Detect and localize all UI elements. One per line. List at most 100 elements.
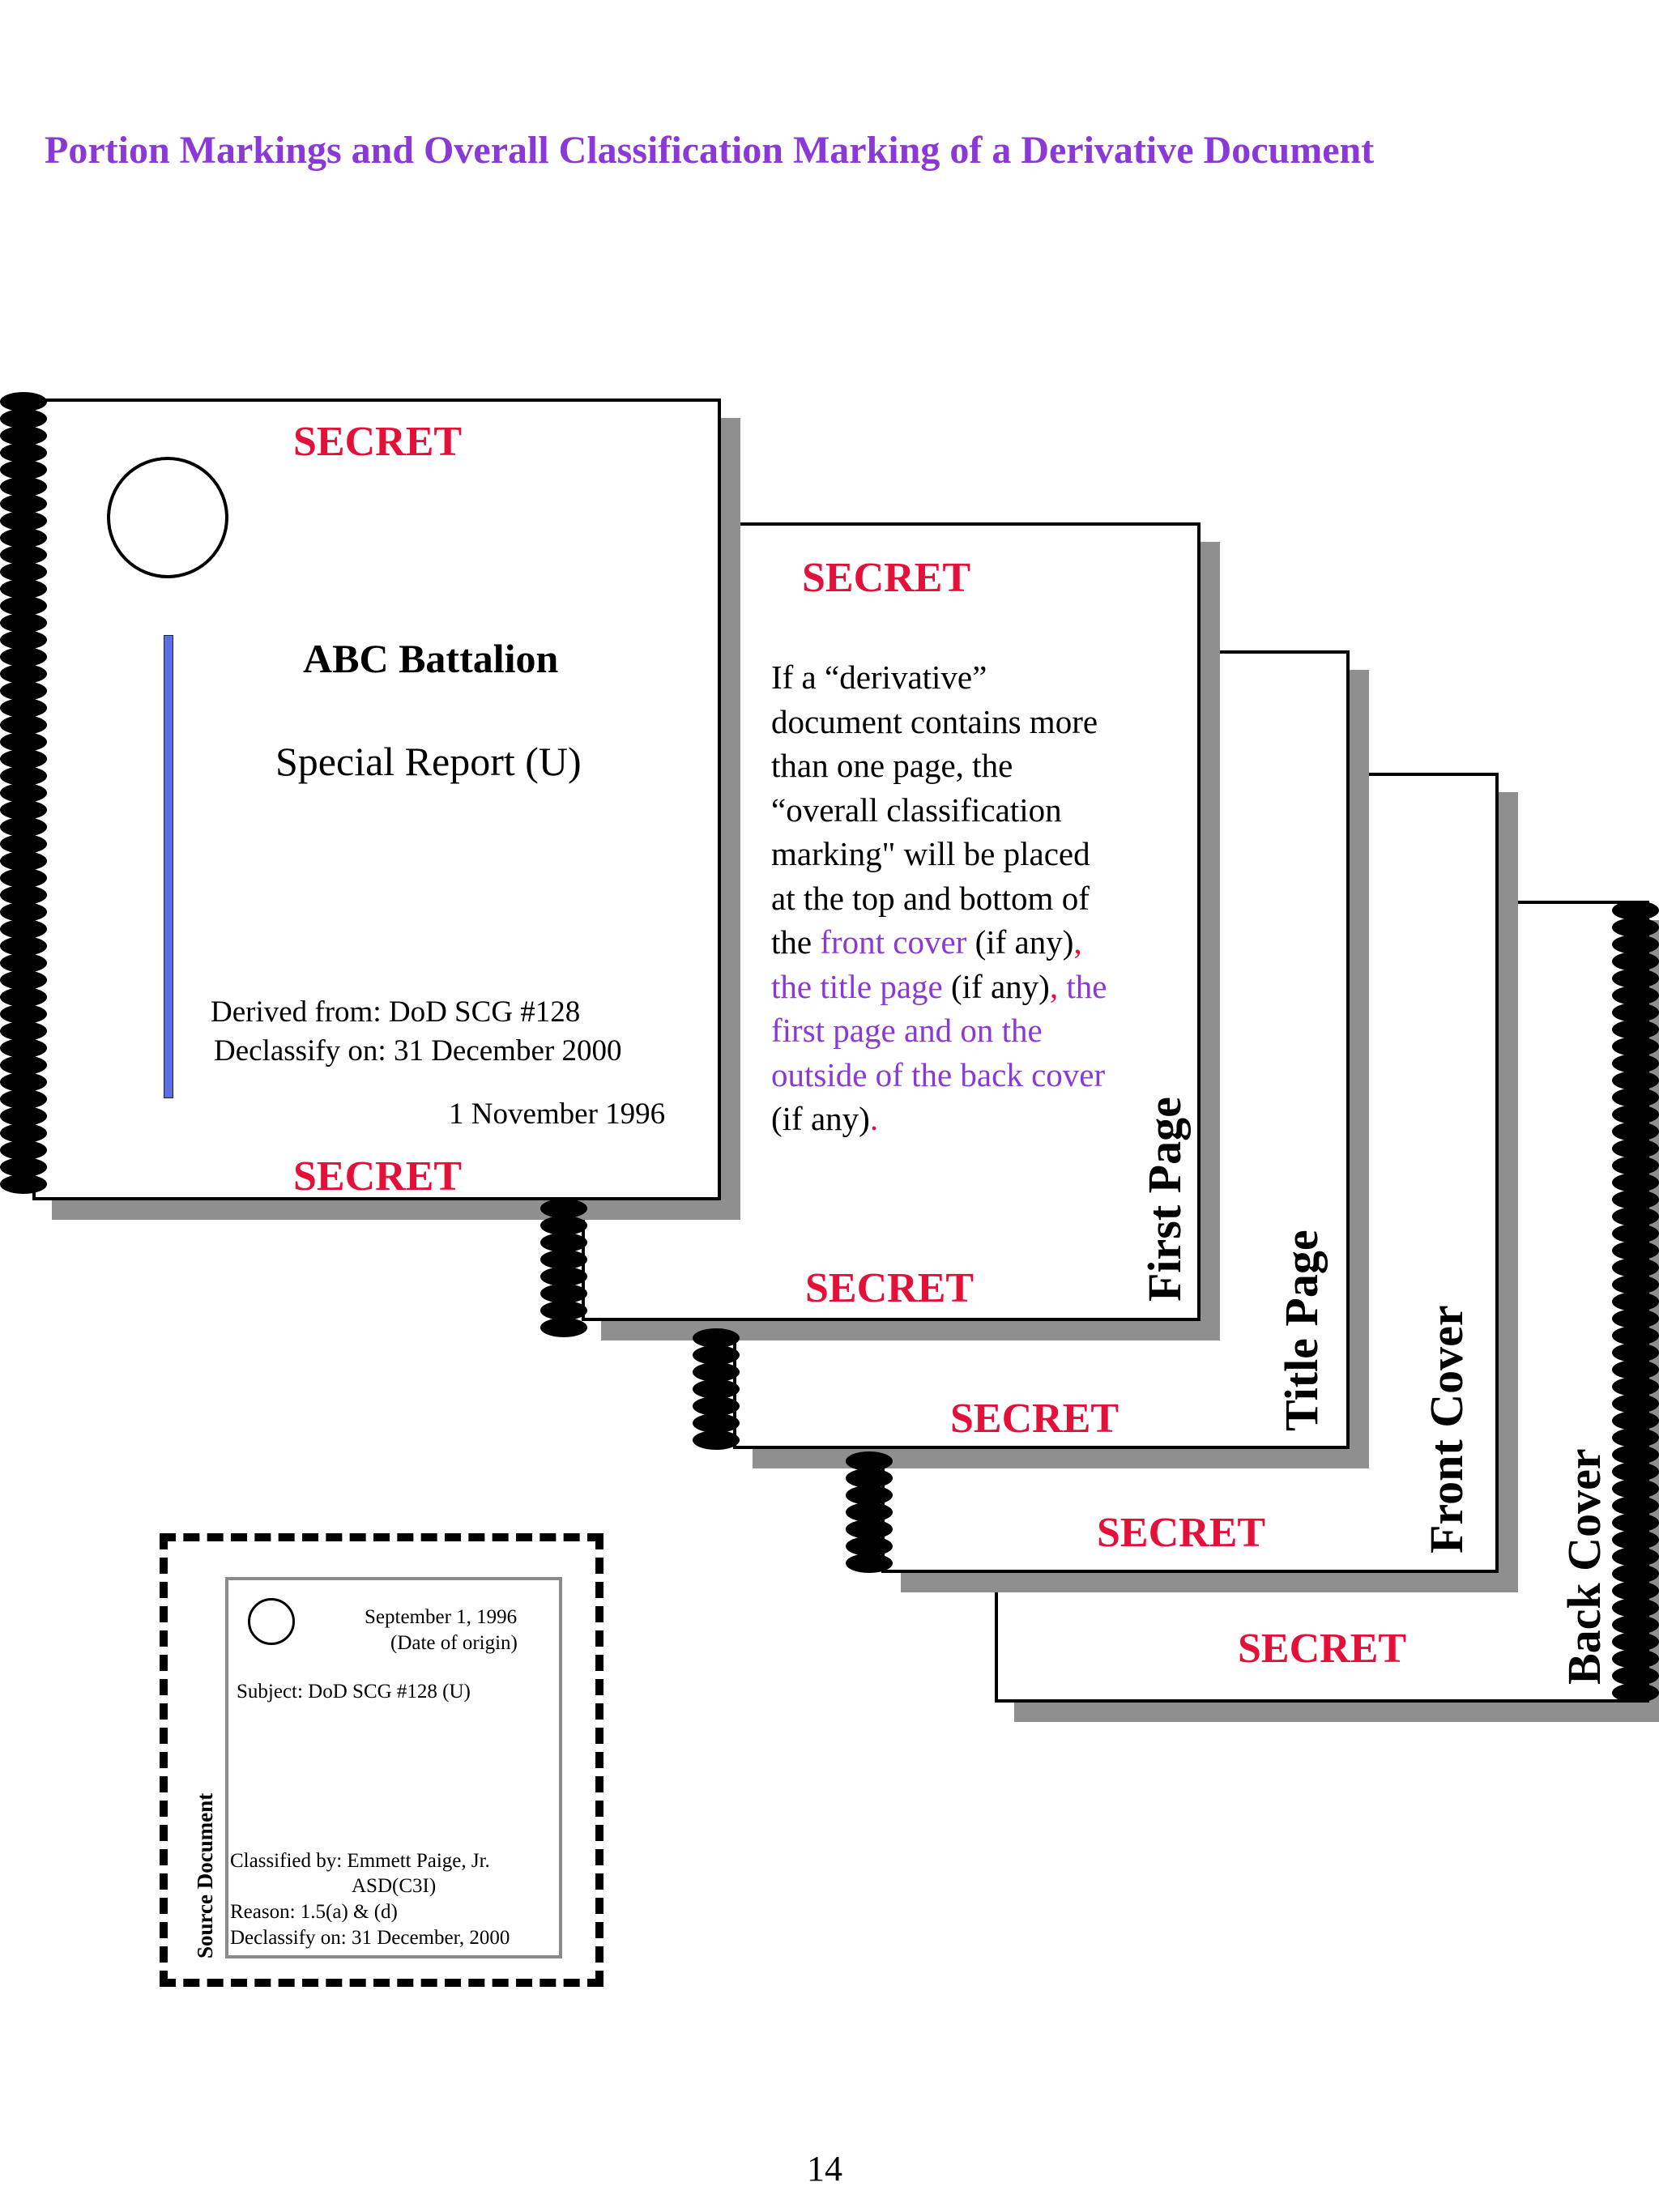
binding-coil (1612, 1173, 1659, 1192)
binding-coil (0, 528, 47, 548)
binding-coil (1612, 1190, 1659, 1209)
binding-coil (1612, 1156, 1659, 1175)
binding-coil (846, 1519, 893, 1539)
binding-coil (0, 409, 47, 428)
binding-coil (846, 1502, 893, 1522)
binding-coil (1612, 1088, 1659, 1107)
first-page-marking-bottom: SECRET (805, 1265, 975, 1311)
binding-coil (0, 1123, 47, 1143)
seal-icon (107, 457, 228, 578)
cover-page: SECRET ABC Battalion Special Report (U) … (32, 399, 721, 1200)
binding-coil (1612, 1411, 1659, 1430)
binding-coil (1612, 1615, 1659, 1634)
binding-coil (1612, 1241, 1659, 1260)
binding-coil (0, 800, 47, 820)
binding-coil (846, 1536, 893, 1556)
binding-coil (540, 1267, 587, 1286)
source-document: September 1, 1996 (Date of origin) Subje… (225, 1577, 562, 1958)
binding-coil (1612, 1598, 1659, 1617)
binding-coil (693, 1362, 740, 1382)
title-page-marking: SECRET (950, 1396, 1120, 1442)
binding-coil (0, 613, 47, 633)
binding-coil (693, 1396, 740, 1416)
binding-coil (0, 1072, 47, 1092)
binding-coil (0, 987, 47, 1007)
cover-marking-bottom: SECRET (293, 1153, 463, 1200)
binding-coil (1612, 1343, 1659, 1362)
binding-coil (1612, 1564, 1659, 1583)
binding-coil (1612, 918, 1659, 937)
binding-coil (0, 1055, 47, 1075)
binding-coil (0, 851, 47, 871)
binding-coil (1612, 1309, 1659, 1328)
binding-coil (693, 1430, 740, 1450)
binding-coil (1612, 1530, 1659, 1549)
binding-coil (1612, 1547, 1659, 1566)
binding-coil (1612, 1326, 1659, 1345)
first-page-marking-top: SECRET (802, 555, 971, 601)
binding-coil (0, 1157, 47, 1177)
binding-coil (0, 681, 47, 701)
binding-coil (1612, 901, 1659, 920)
binding-coil (0, 562, 47, 582)
binding-coil (1612, 1292, 1659, 1311)
source-document-label: Source Document (193, 1792, 217, 1958)
binding-coil (693, 1413, 740, 1433)
source-subject: Subject: DoD SCG #128 (U) (237, 1681, 471, 1703)
binding-coil (0, 953, 47, 973)
binding-coil (0, 579, 47, 599)
binding-coil (1612, 1122, 1659, 1141)
binding-coil (0, 817, 47, 837)
blue-bar (164, 635, 173, 1098)
binding-coil (0, 1140, 47, 1160)
binding-coil (0, 647, 47, 667)
binding-coil (846, 1485, 893, 1505)
binding-coil (0, 1038, 47, 1058)
source-document-frame (160, 1533, 603, 1987)
binding-coil (693, 1379, 740, 1399)
derived-from: Derived from: DoD SCG #128 (211, 995, 581, 1029)
unit-name: ABC Battalion (303, 636, 559, 681)
binding-coil (0, 1089, 47, 1109)
binding-coil (1612, 986, 1659, 1005)
binding-coil (1612, 1037, 1659, 1056)
first-page-label: First Page (1138, 1097, 1191, 1302)
binding-coil (1612, 1105, 1659, 1124)
front-cover-marking: SECRET (1097, 1510, 1266, 1556)
binding-coil (1612, 1275, 1659, 1294)
binding-coil (1612, 1666, 1659, 1686)
source-classified-by: Classified by: Emmett Paige, Jr. (230, 1850, 490, 1872)
binding-coil (1612, 1496, 1659, 1515)
binding-coil (1612, 1020, 1659, 1039)
binding-coil (0, 460, 47, 479)
binding-coil (846, 1554, 893, 1573)
cover-date: 1 November 1996 (449, 1097, 666, 1131)
binding-coil (0, 392, 47, 411)
binding-coil (1612, 1258, 1659, 1277)
binding-coil (0, 1021, 47, 1041)
binding-coil (0, 715, 47, 735)
back-cover-label: Back Cover (1558, 1448, 1610, 1685)
binding-coil (0, 749, 47, 769)
binding-coil (0, 477, 47, 497)
report-title: Special Report (U) (275, 739, 582, 784)
binding-coil (0, 1106, 47, 1126)
binding-coil (0, 426, 47, 445)
binding-coil (0, 630, 47, 650)
binding-coil (693, 1328, 740, 1348)
binding-coil (0, 545, 47, 565)
binding-coil (693, 1345, 740, 1365)
page-number: 14 (807, 2149, 842, 2189)
source-date-note: (Date of origin) (390, 1632, 518, 1654)
binding-coil (540, 1199, 587, 1218)
binding-coil (1612, 935, 1659, 954)
binding-coil (0, 732, 47, 752)
title-page-label: Title Page (1275, 1230, 1328, 1431)
binding-coil (1612, 1003, 1659, 1022)
source-date: September 1, 1996 (365, 1606, 518, 1628)
binding-coil (0, 868, 47, 888)
binding-coil (540, 1250, 587, 1269)
binding-coil (1612, 1445, 1659, 1464)
binding-coil (1612, 1071, 1659, 1090)
binding-coil (1612, 1683, 1659, 1703)
